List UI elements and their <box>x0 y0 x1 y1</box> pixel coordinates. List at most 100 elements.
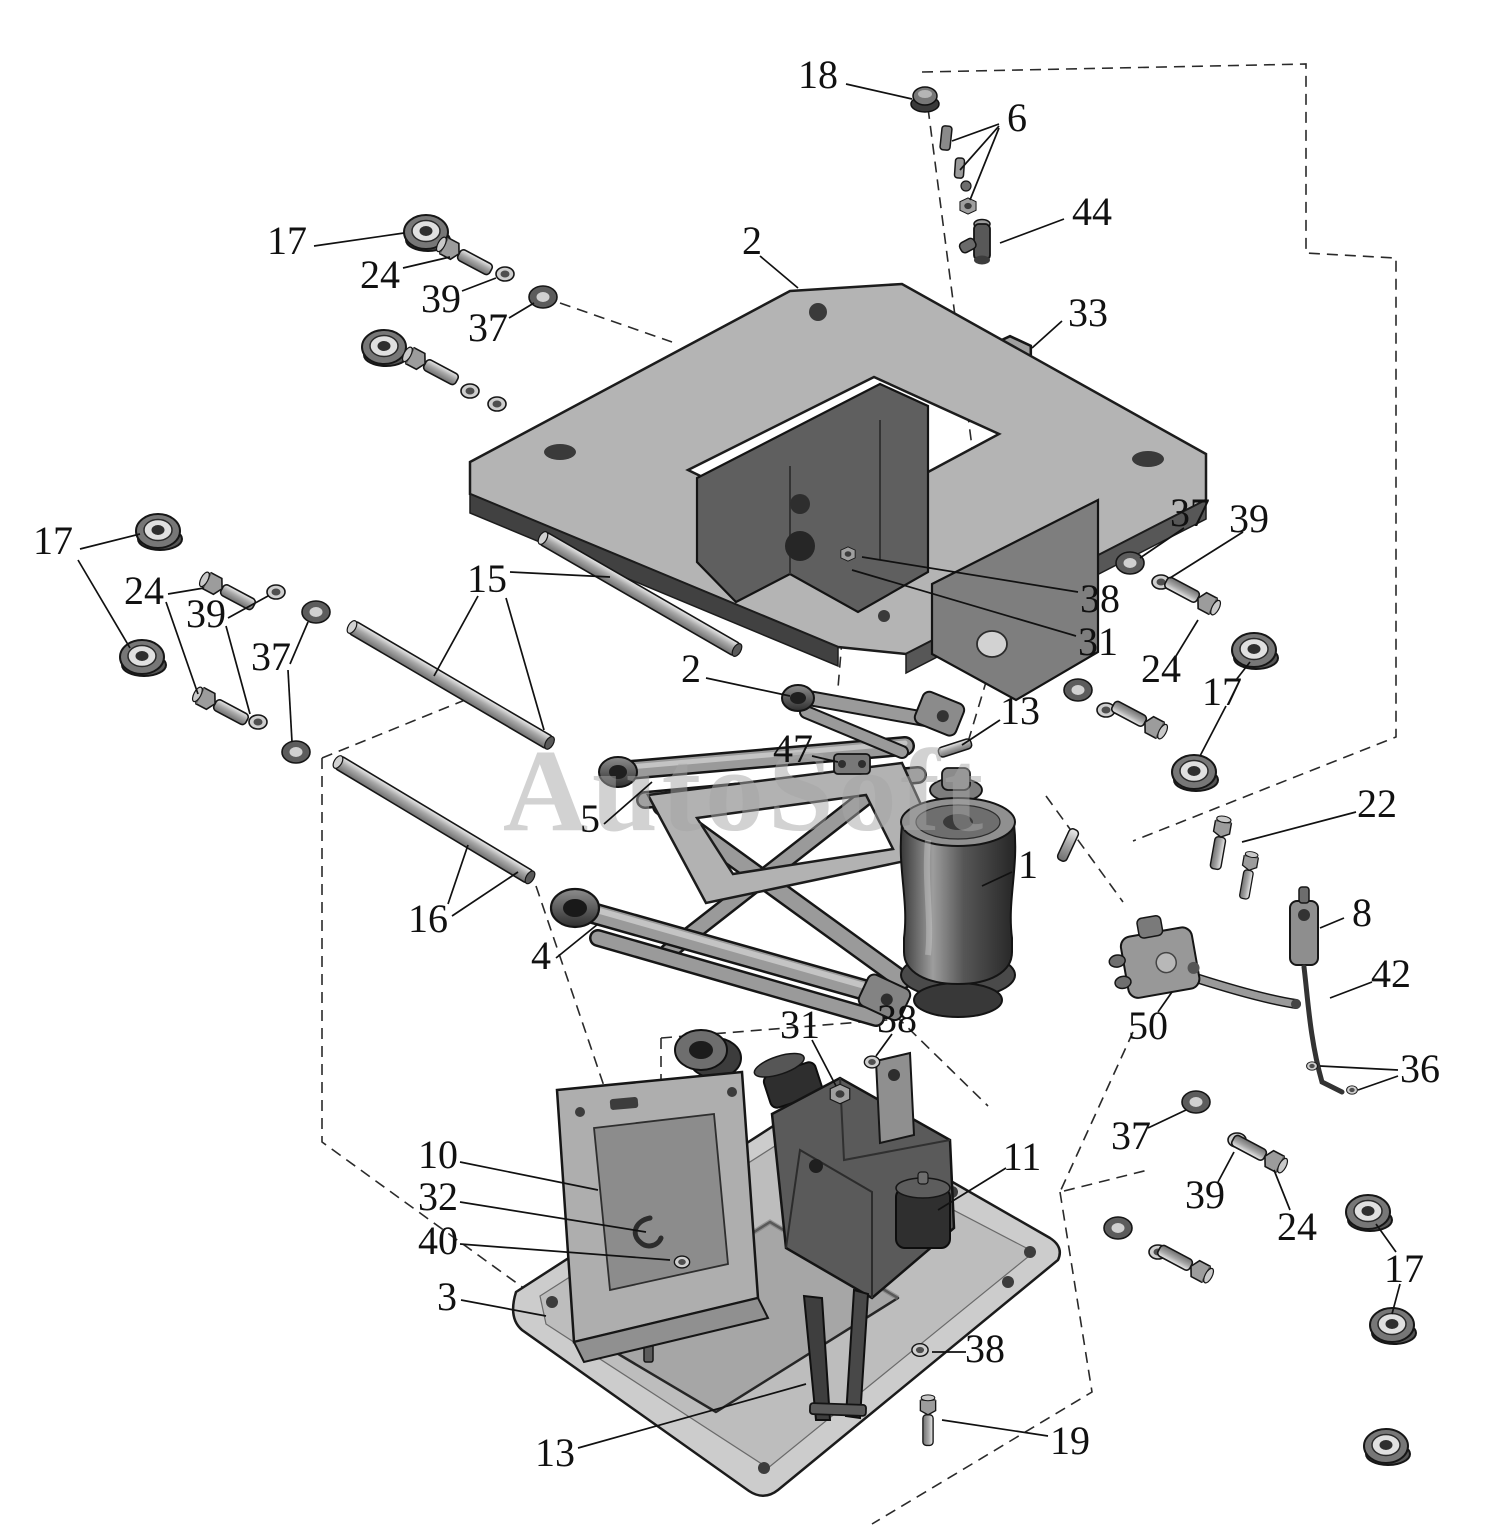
leader-line-2 <box>705 677 791 697</box>
leader-line-39 <box>1217 1151 1235 1183</box>
leader-line-24 <box>1273 1169 1291 1211</box>
callout-37: 37 <box>1111 1113 1151 1158</box>
link-rod-42 <box>1301 964 1345 1095</box>
leader-line-1 <box>981 871 1013 887</box>
callout-39: 39 <box>186 591 226 636</box>
leader-line-37 <box>1147 1109 1187 1129</box>
callout-10: 10 <box>418 1132 458 1177</box>
clevis-pin <box>1056 828 1080 862</box>
leader-line-39 <box>461 277 497 292</box>
upper-wishbone-2 <box>781 684 966 759</box>
ring-36a <box>1306 1061 1318 1071</box>
callout-22: 22 <box>1357 781 1397 826</box>
callout-3: 3 <box>437 1274 457 1319</box>
callout-15: 15 <box>467 556 507 601</box>
leader-line-18 <box>845 83 913 100</box>
leader-line-37 <box>508 302 535 319</box>
leader-line-24 <box>167 587 205 595</box>
leader-line-17 <box>313 232 405 247</box>
fasteners-6 <box>939 125 977 215</box>
leader-line-42 <box>1329 981 1373 999</box>
upper-mount-bracket-2 <box>468 282 1208 702</box>
callout-50: 50 <box>1128 1003 1168 1048</box>
callout-39: 39 <box>1229 496 1269 541</box>
callout-6: 6 <box>1007 95 1027 140</box>
top-hardware-stack <box>910 86 1033 380</box>
callout-42: 42 <box>1371 951 1411 996</box>
leader-line-32 <box>459 1201 647 1233</box>
callout-40: 40 <box>418 1218 458 1263</box>
leader-line-24 <box>402 256 451 269</box>
valve-50 <box>1108 915 1201 999</box>
air-spring-1 <box>899 767 1017 1018</box>
tube-15b <box>346 620 555 750</box>
callout-17: 17 <box>33 518 73 563</box>
rubber-roller <box>674 1029 742 1079</box>
lower-arm-clevis <box>857 973 912 1022</box>
tube-16 <box>332 755 536 885</box>
leader-line-37 <box>289 621 309 665</box>
leader-line-39 <box>227 595 269 619</box>
callout-38: 38 <box>1080 576 1120 621</box>
callout-39: 39 <box>1185 1172 1225 1217</box>
leader-line-24 <box>1175 619 1199 657</box>
callout-18: 18 <box>798 52 838 97</box>
leader-line-17 <box>1375 1223 1397 1253</box>
bracket-8 <box>1289 886 1319 966</box>
leader-line-6 <box>959 125 1000 171</box>
callout-1: 1 <box>1018 842 1038 887</box>
leader-line-40 <box>459 1243 671 1261</box>
leader-line-11 <box>937 1167 1007 1211</box>
fastener-group-left <box>119 513 331 764</box>
leader-line-17 <box>1199 705 1227 757</box>
callout-37: 37 <box>1170 490 1210 535</box>
leader-line-8 <box>1319 917 1345 929</box>
watermark-text: AutoSoft <box>503 725 987 856</box>
callout-8: 8 <box>1352 890 1372 935</box>
leader-line-36 <box>1357 1075 1399 1091</box>
callout-24: 24 <box>360 252 400 297</box>
callout-33: 33 <box>1068 290 1108 335</box>
lower-arm-eye <box>549 887 601 929</box>
leader-line-16 <box>447 844 469 905</box>
callout-47: 47 <box>773 726 813 771</box>
callout-44: 44 <box>1072 189 1112 234</box>
callout-17: 17 <box>1384 1246 1424 1291</box>
callout-2: 2 <box>681 646 701 691</box>
callout-36: 36 <box>1400 1046 1440 1091</box>
callout-38: 38 <box>877 996 917 1041</box>
leader-line-31 <box>811 1039 837 1087</box>
callout-13: 13 <box>535 1430 575 1475</box>
bolt-22b <box>1236 849 1260 901</box>
callout-5: 5 <box>580 796 600 841</box>
leader-line-15 <box>509 571 611 578</box>
leader-line-24 <box>165 601 199 695</box>
callout-31: 31 <box>1078 619 1118 664</box>
leader-line-17 <box>1235 661 1251 681</box>
callout-38: 38 <box>965 1326 1005 1371</box>
scissor-frame-assembly <box>549 684 1080 1079</box>
side-flange <box>930 498 1100 702</box>
callout-11: 11 <box>1003 1134 1042 1179</box>
callout-32: 32 <box>418 1174 458 1219</box>
ring-36b <box>1346 1085 1358 1095</box>
callout-17: 17 <box>1202 669 1242 714</box>
leader-line-33 <box>1031 320 1063 349</box>
callout-19: 19 <box>1050 1418 1090 1463</box>
center-support-gusset <box>695 382 930 614</box>
callout-16: 16 <box>408 896 448 941</box>
leveling-valve-assembly <box>1108 814 1358 1095</box>
nut-31 <box>829 1083 851 1105</box>
leader-line-50 <box>1157 991 1173 1013</box>
leader-line-36 <box>1319 1065 1399 1071</box>
leader-line-6 <box>951 123 1000 142</box>
hook-32 <box>632 1215 664 1249</box>
leader-line-38 <box>861 556 1079 593</box>
washer-40 <box>673 1255 691 1269</box>
fitting-44 <box>958 218 991 265</box>
washer-38c <box>911 1342 929 1358</box>
leader-line-15 <box>433 595 479 677</box>
leader-line-10 <box>459 1161 599 1191</box>
